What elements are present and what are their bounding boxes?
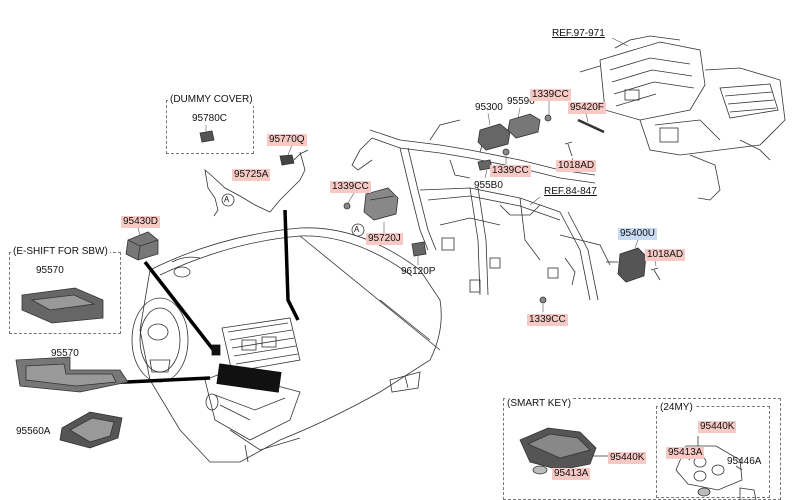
my24-box bbox=[656, 406, 770, 498]
ref-label-84: REF.84-847 bbox=[544, 186, 597, 197]
smart-key-illustration bbox=[519, 427, 757, 500]
part-label-95770Q: 95770Q bbox=[267, 134, 307, 146]
part-label-95420F: 95420F bbox=[568, 102, 606, 114]
e-shift-title: (E-SHIFT FOR SBW) bbox=[11, 246, 110, 258]
dummy-cover-box bbox=[166, 100, 254, 154]
part-label-95720J: 95720J bbox=[366, 233, 403, 245]
part-label-95413A-24my: 95413A bbox=[666, 447, 705, 459]
part-label-95446A: 95446A bbox=[727, 456, 762, 467]
callout-a-bracket: A bbox=[354, 225, 360, 234]
part-label-95570: 95570 bbox=[51, 348, 79, 359]
ref-label-97: REF.97-971 bbox=[552, 28, 605, 39]
dashboard-illustration bbox=[131, 227, 442, 463]
shifter-pad-dark bbox=[216, 363, 282, 393]
part-label-955B0: 955B0 bbox=[474, 180, 503, 191]
part-label-95413A-smartkey: 95413A bbox=[552, 468, 591, 480]
part-label-95725A: 95725A bbox=[232, 169, 271, 181]
dummy-cover-title: (DUMMY COVER) bbox=[168, 94, 255, 106]
part-label-1339CC-mid: 1339CC bbox=[490, 165, 531, 177]
part-label-95300: 95300 bbox=[475, 102, 503, 113]
leader-lines bbox=[67, 37, 657, 431]
part-label-95560A: 95560A bbox=[16, 426, 51, 437]
part-label-95570-eshift: 95570 bbox=[36, 265, 64, 276]
part-label-95590: 95590 bbox=[507, 96, 535, 107]
part-label-95400U: 95400U bbox=[618, 228, 658, 240]
part-label-95440K-smartkey: 95440K bbox=[608, 452, 647, 464]
callout-a-antenna: A bbox=[224, 195, 230, 204]
part-label-95440K-24my: 95440K bbox=[698, 421, 737, 433]
part-label-96120P: 96120P bbox=[401, 266, 436, 277]
part-label-1339CC-top: 1339CC bbox=[530, 89, 571, 101]
part-label-1339CC-left: 1339CC bbox=[330, 181, 371, 193]
components bbox=[15, 113, 661, 449]
crossmember-illustration bbox=[351, 119, 611, 301]
part-label-95430D: 95430D bbox=[121, 216, 161, 228]
hvac-unit-illustration bbox=[579, 35, 786, 201]
part-label-1018AD-top: 1018AD bbox=[556, 160, 597, 172]
part-label-95780C: 95780C bbox=[192, 113, 228, 124]
smart-key-title: (SMART KEY) bbox=[505, 398, 574, 410]
part-label-1339CC-bottom: 1339CC bbox=[527, 314, 568, 326]
part-label-1018AD-right: 1018AD bbox=[645, 249, 686, 261]
my24-title: (24MY) bbox=[658, 402, 695, 414]
